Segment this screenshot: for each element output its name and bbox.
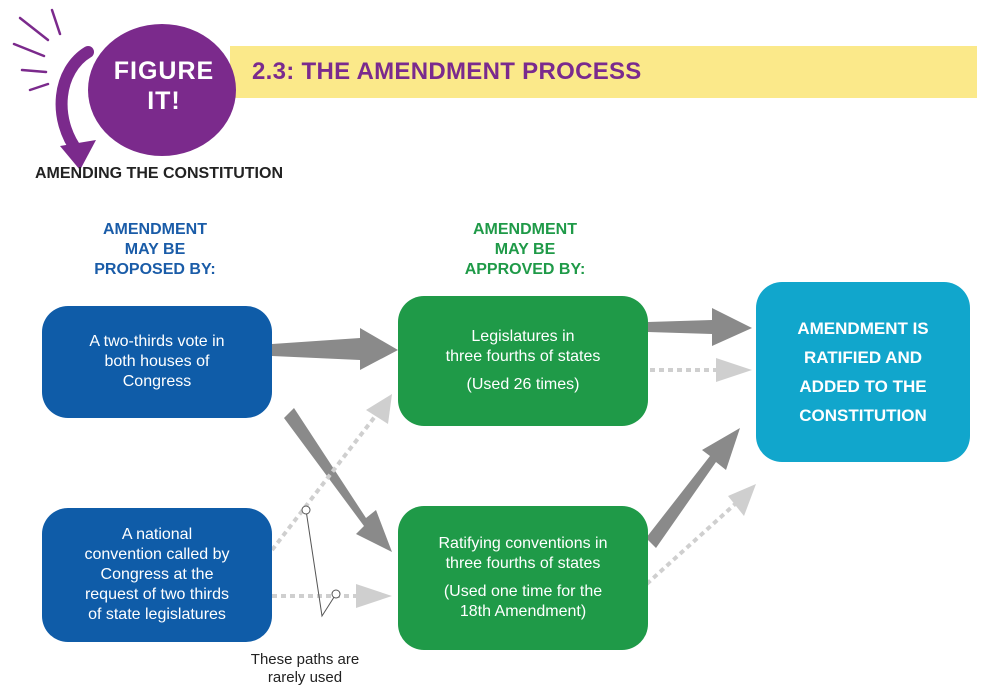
proposal-congress-vote-box: A two-thirds vote in both houses of Cong… bbox=[42, 306, 272, 418]
figure-badge bbox=[88, 24, 236, 156]
diagram-subtitle: AMENDING THE CONSTITUTION bbox=[35, 165, 283, 182]
approved-by-heading: AMENDMENT MAY BE APPROVED BY: bbox=[464, 221, 586, 278]
approval-legislatures-usage: (Used 26 times) bbox=[466, 376, 580, 393]
approval-conventions-usage: (Used one time for the 18th Amendment) bbox=[443, 583, 603, 620]
note-pointer bbox=[301, 505, 341, 618]
approval-legislatures-text: Legislatures in three fourths of states bbox=[445, 328, 601, 365]
arrow-congress-to-conventions bbox=[284, 408, 392, 552]
ratified-result-box: AMENDMENT IS RATIFIED AND ADDED TO THE C… bbox=[756, 282, 970, 462]
ratified-result-text: AMENDMENT IS RATIFIED AND ADDED TO THE C… bbox=[797, 319, 929, 425]
proposal-national-convention-box: A national convention called by Congress… bbox=[42, 508, 272, 642]
proposal-congress-vote-text: A two-thirds vote in both houses of Cong… bbox=[89, 333, 225, 390]
approval-conventions-box: Ratifying conventions in three fourths o… bbox=[398, 506, 648, 650]
arrow-congress-to-legislatures bbox=[272, 328, 398, 370]
arrow-convention-to-legislatures bbox=[270, 408, 382, 552]
curved-arrow-icon bbox=[55, 46, 96, 170]
arrow-conventions-to-result bbox=[646, 428, 740, 548]
approval-conventions-text: Ratifying conventions in three fourths o… bbox=[438, 535, 608, 572]
common-path-arrows bbox=[272, 308, 752, 552]
figure-badge-text: FIGURE IT! bbox=[113, 57, 215, 115]
title-bar bbox=[230, 46, 977, 98]
arrow-legislatures-to-result bbox=[648, 308, 752, 346]
figure-title: 2.3: THE AMENDMENT PROCESS bbox=[252, 58, 642, 85]
proposed-by-heading: AMENDMENT MAY BE PROPOSED BY: bbox=[94, 221, 216, 278]
rare-path-arrows bbox=[270, 368, 746, 598]
proposal-national-convention-text: A national convention called by Congress… bbox=[84, 526, 230, 623]
rare-paths-note: These paths are rarely used bbox=[250, 651, 360, 686]
burst-lines-icon bbox=[12, 8, 62, 92]
approval-legislatures-box: Legislatures in three fourths of states … bbox=[398, 296, 648, 426]
